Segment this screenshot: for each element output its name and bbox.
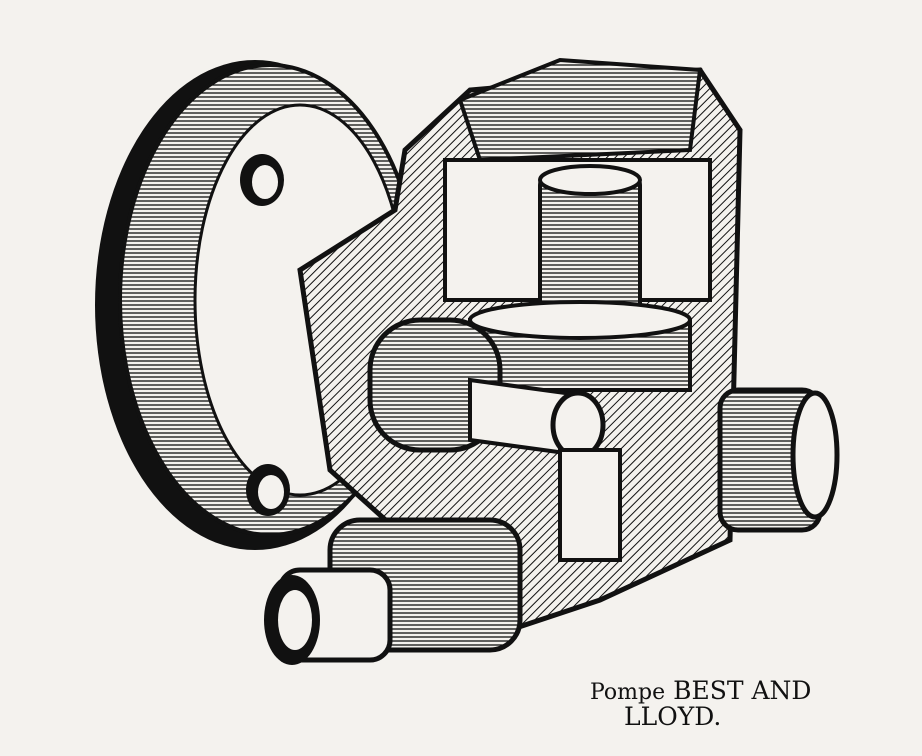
lower-shaft [558, 448, 622, 562]
worm-gear [468, 300, 692, 392]
inlet-fitting [264, 517, 523, 665]
right-fitting [717, 387, 840, 533]
caption-line-1: Pompe BEST AND [590, 676, 811, 708]
caption-title: BEST AND [673, 676, 812, 705]
caption-line-2: LLOYD. [624, 702, 722, 731]
worm-shaft [367, 317, 606, 460]
caption-prefix: Pompe [590, 680, 666, 705]
